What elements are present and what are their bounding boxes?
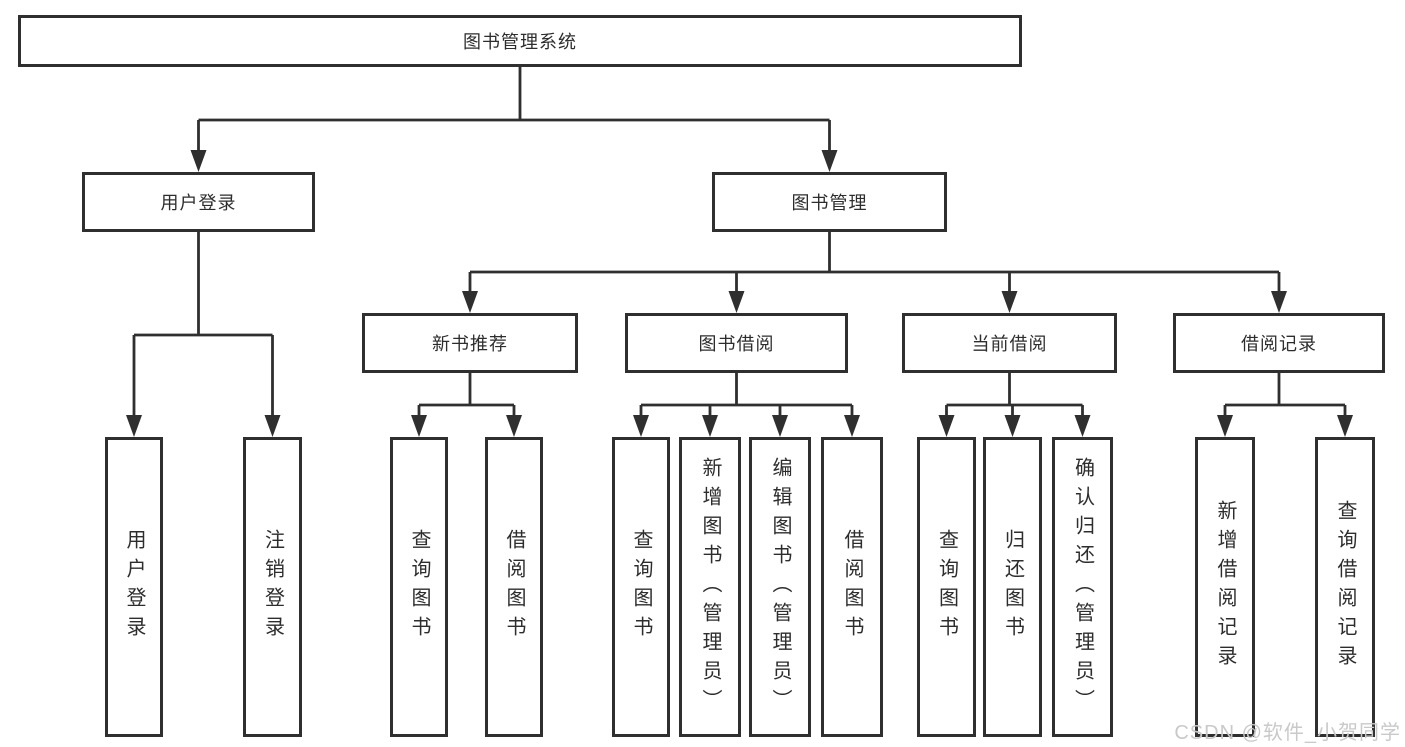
leaf-label: 查询图书 [935,529,958,645]
leaf-confirm-return-admin: 确认归还（管理员） [1052,437,1113,737]
node-user-login: 用户登录 [82,172,315,232]
leaf-label: 查询借阅记录 [1334,500,1356,674]
arrowhead-icon [844,415,860,437]
node-borrowing-records: 借阅记录 [1173,313,1385,373]
arrowhead-icon [821,150,838,172]
arrowhead-icon [126,415,142,437]
leaf-label: 用户登录 [123,529,145,645]
arrowhead-icon [938,415,955,437]
leaf-label: 新增图书（管理员） [699,456,721,718]
leaf-query-books-borrowing: 查询图书 [612,437,670,737]
arrowhead-icon [772,415,788,437]
arrowhead-icon [506,415,522,437]
leaf-query-books-current: 查询图书 [917,437,976,737]
leaf-add-borrow-record: 新增借阅记录 [1195,437,1255,737]
leaf-label: 查询图书 [408,529,430,645]
arrowhead-icon [1001,291,1018,313]
leaf-edit-book-admin: 编辑图书（管理员） [749,437,811,737]
watermark: CSDN @软件_小贺同学 [1174,722,1401,744]
arrowhead-icon [1217,415,1233,437]
leaf-query-books-recommend: 查询图书 [390,437,448,737]
node-book-borrowing: 图书借阅 [625,313,848,373]
node-library-system-root: 图书管理系统 [18,15,1022,67]
arrowhead-icon [1271,291,1287,313]
leaf-borrow-books-recommend: 借阅图书 [485,437,543,737]
node-new-book-recommendation: 新书推荐 [362,313,578,373]
arrowhead-icon [633,415,649,437]
leaf-label: 编辑图书（管理员） [769,456,791,718]
arrowhead-icon [1074,415,1091,437]
arrowhead-icon [411,415,427,437]
leaf-label: 借阅图书 [503,529,525,645]
arrowhead-icon [190,150,207,172]
leaf-label: 新增借阅记录 [1214,500,1236,674]
node-current-borrowing: 当前借阅 [902,313,1117,373]
node-book-management: 图书管理 [712,172,947,232]
leaf-user-login: 用户登录 [105,437,163,737]
arrowhead-icon [462,291,478,313]
leaf-borrow-books-borrowing: 借阅图书 [821,437,883,737]
arrowhead-icon [264,415,281,437]
leaf-label: 归还图书 [1001,529,1024,645]
leaf-add-book-admin: 新增图书（管理员） [679,437,741,737]
arrowhead-icon [1004,415,1021,437]
leaf-query-borrow-record: 查询借阅记录 [1315,437,1375,737]
leaf-label: 查询图书 [630,529,652,645]
leaf-label: 确认归还（管理员） [1071,456,1094,718]
leaf-label: 注销登录 [261,529,284,645]
arrowhead-icon [702,415,718,437]
arrowhead-icon [728,291,745,313]
leaf-label: 借阅图书 [841,529,863,645]
leaf-return-book: 归还图书 [983,437,1042,737]
leaf-logout: 注销登录 [243,437,302,737]
arrowhead-icon [1337,415,1353,437]
